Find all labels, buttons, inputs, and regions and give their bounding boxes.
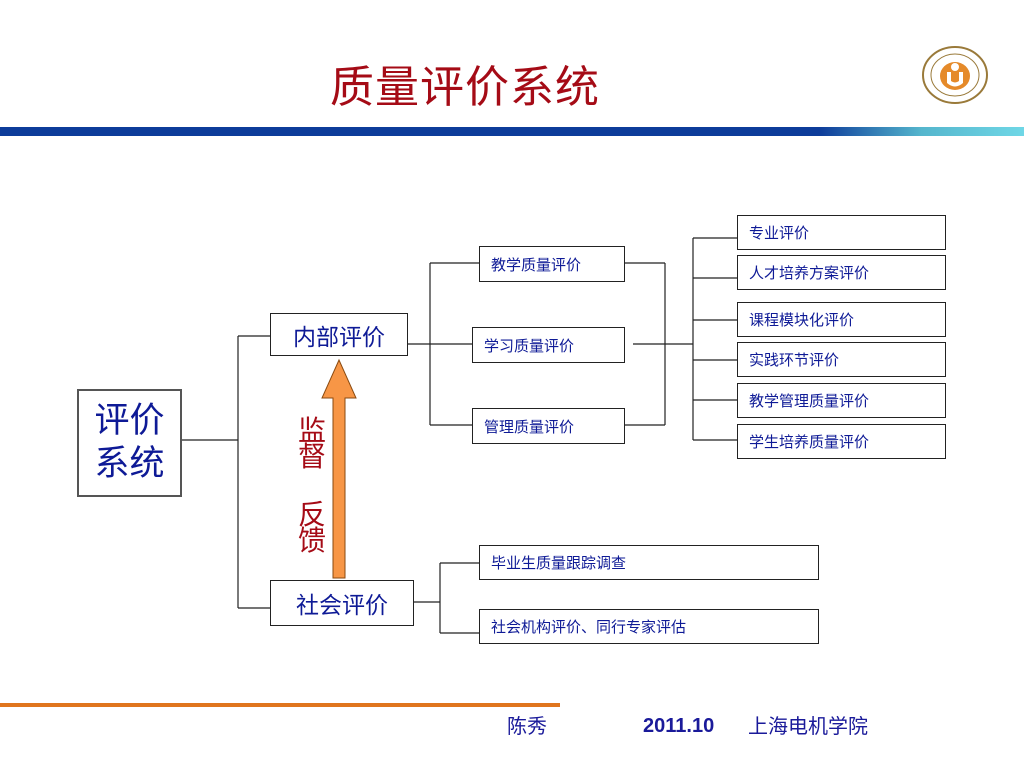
social-item-peer-review: 社会机构评价、同行专家评估 xyxy=(479,609,819,644)
footer-author: 陈秀 xyxy=(507,714,547,738)
footer-school: 上海电机学院 xyxy=(748,714,868,738)
footer-divider xyxy=(0,703,560,707)
level2-node-teaching-quality: 教学质量评价 xyxy=(479,246,625,282)
feedback-label: 反馈 xyxy=(297,498,326,557)
internal-evaluation-node: 内部评价 xyxy=(270,313,408,356)
root-node: 评价系统 xyxy=(77,389,182,497)
level3-node-course-module: 课程模块化评价 xyxy=(737,302,946,337)
page-title: 质量评价系统 xyxy=(330,62,600,113)
social-evaluation-node: 社会评价 xyxy=(270,580,414,626)
supervise-label: 监督 xyxy=(297,414,326,473)
footer-date: 2011.10 xyxy=(643,715,715,737)
level3-node-student-cultivation: 学生培养质量评价 xyxy=(737,424,946,459)
feedback-arrow xyxy=(321,358,357,579)
level2-node-management-quality: 管理质量评价 xyxy=(472,408,625,444)
level2-node-learning-quality: 学习质量评价 xyxy=(472,327,625,363)
level3-node-practice: 实践环节评价 xyxy=(737,342,946,377)
header-divider-bar xyxy=(0,127,1024,136)
college-logo-icon xyxy=(922,46,988,104)
level3-node-teaching-management: 教学管理质量评价 xyxy=(737,383,946,418)
social-item-graduate-tracking: 毕业生质量跟踪调查 xyxy=(479,545,819,580)
root-label: 评价系统 xyxy=(94,401,165,484)
level3-node-major: 专业评价 xyxy=(737,215,946,250)
level3-node-training-plan: 人才培养方案评价 xyxy=(737,255,946,290)
